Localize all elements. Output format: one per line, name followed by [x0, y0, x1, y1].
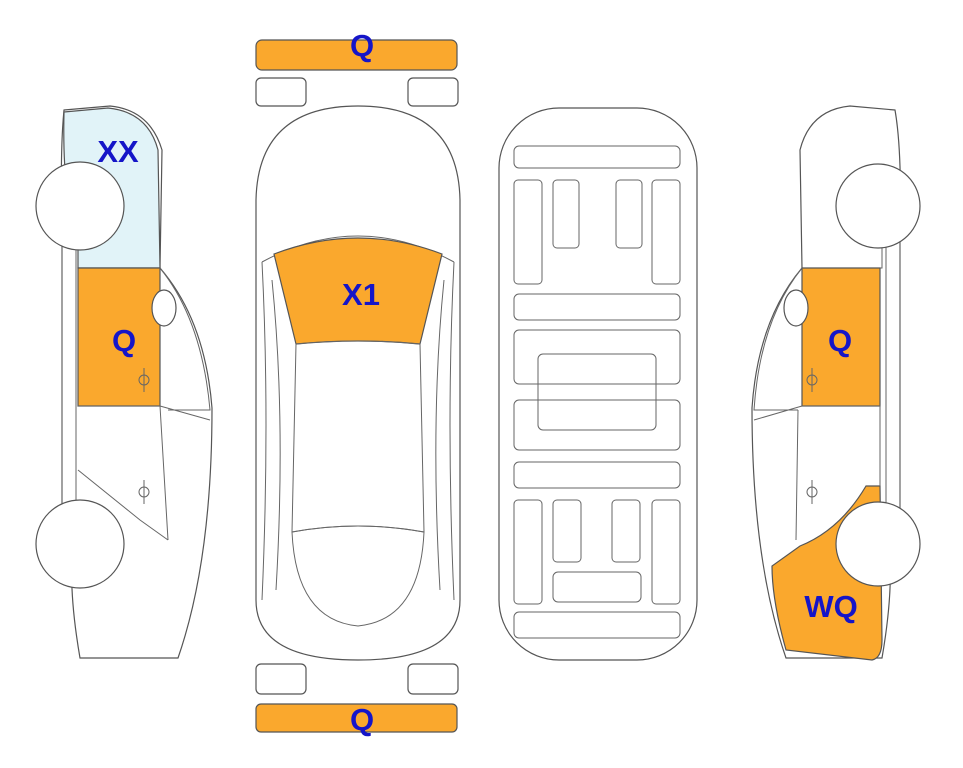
- left-rear-wheel: [35, 499, 125, 589]
- left-front-fender-label: XX: [97, 134, 139, 169]
- windshield-label: X1: [342, 277, 380, 312]
- right-window-line: [753, 267, 803, 411]
- underbody-front-left-box: [552, 179, 580, 249]
- top-view: [255, 39, 461, 733]
- right-rear-wheel: [835, 501, 921, 587]
- underbody-rear-left-rail: [513, 499, 543, 605]
- underbody-mid-frame-bottom: [513, 399, 681, 451]
- underbody-mid-crossmember-2: [513, 461, 681, 489]
- top-left-side-glass: [271, 279, 281, 591]
- underbody-front-right-rail: [651, 179, 681, 285]
- right-front-wheel: [835, 163, 921, 249]
- underbody-front-right-box: [615, 179, 643, 249]
- left-front-wheel: [35, 161, 125, 251]
- underbody-view: [498, 107, 698, 661]
- left-pillar-line: [159, 405, 211, 421]
- underbody-front-crossmember: [513, 145, 681, 169]
- left-window-line: [159, 267, 211, 411]
- right-front-door-label: Q: [828, 323, 852, 358]
- top-left-pillar: [261, 261, 267, 601]
- left-side-view: [35, 105, 213, 659]
- underbody-mid-crossmember-1: [513, 293, 681, 321]
- right-door-line: [802, 405, 881, 486]
- left-door-handle-rear: [138, 480, 150, 504]
- left-front-door-label: Q: [112, 323, 136, 358]
- underbody-rear-left-box: [552, 499, 582, 563]
- right-door-handle-front: [806, 368, 818, 392]
- left-lower-line: [77, 469, 169, 541]
- front-bumper-label: Q: [350, 28, 374, 63]
- right-lower-line: [795, 409, 799, 541]
- rear-bumper-panel[interactable]: [255, 703, 458, 733]
- top-body-outline: [255, 105, 461, 661]
- underbody-center-plate: [537, 353, 657, 431]
- right-headlight: [407, 77, 459, 107]
- right-pillar-line: [753, 405, 803, 421]
- left-headlight: [255, 77, 307, 107]
- underbody-rear-right-box: [611, 499, 641, 563]
- right-door-handle-rear: [806, 480, 818, 504]
- left-door-handle-front: [138, 368, 150, 392]
- top-right-side-glass: [435, 279, 445, 591]
- right-mirror: [783, 289, 809, 327]
- underbody-front-left-rail: [513, 179, 543, 285]
- top-right-pillar: [449, 261, 455, 601]
- underbody-rear-crossmember: [513, 611, 681, 639]
- right-taillight: [407, 663, 459, 695]
- underbody-rear-box: [552, 571, 642, 603]
- rear-bumper-label: Q: [350, 702, 374, 737]
- right-rear-quarter-label: WQ: [804, 589, 857, 624]
- underbody-mid-frame-top: [513, 329, 681, 385]
- top-rear-window: [291, 525, 425, 627]
- left-taillight: [255, 663, 307, 695]
- underbody-rear-right-rail: [651, 499, 681, 605]
- front-bumper-panel[interactable]: [255, 39, 458, 71]
- left-mirror: [151, 289, 177, 327]
- right-side-view: [751, 105, 921, 661]
